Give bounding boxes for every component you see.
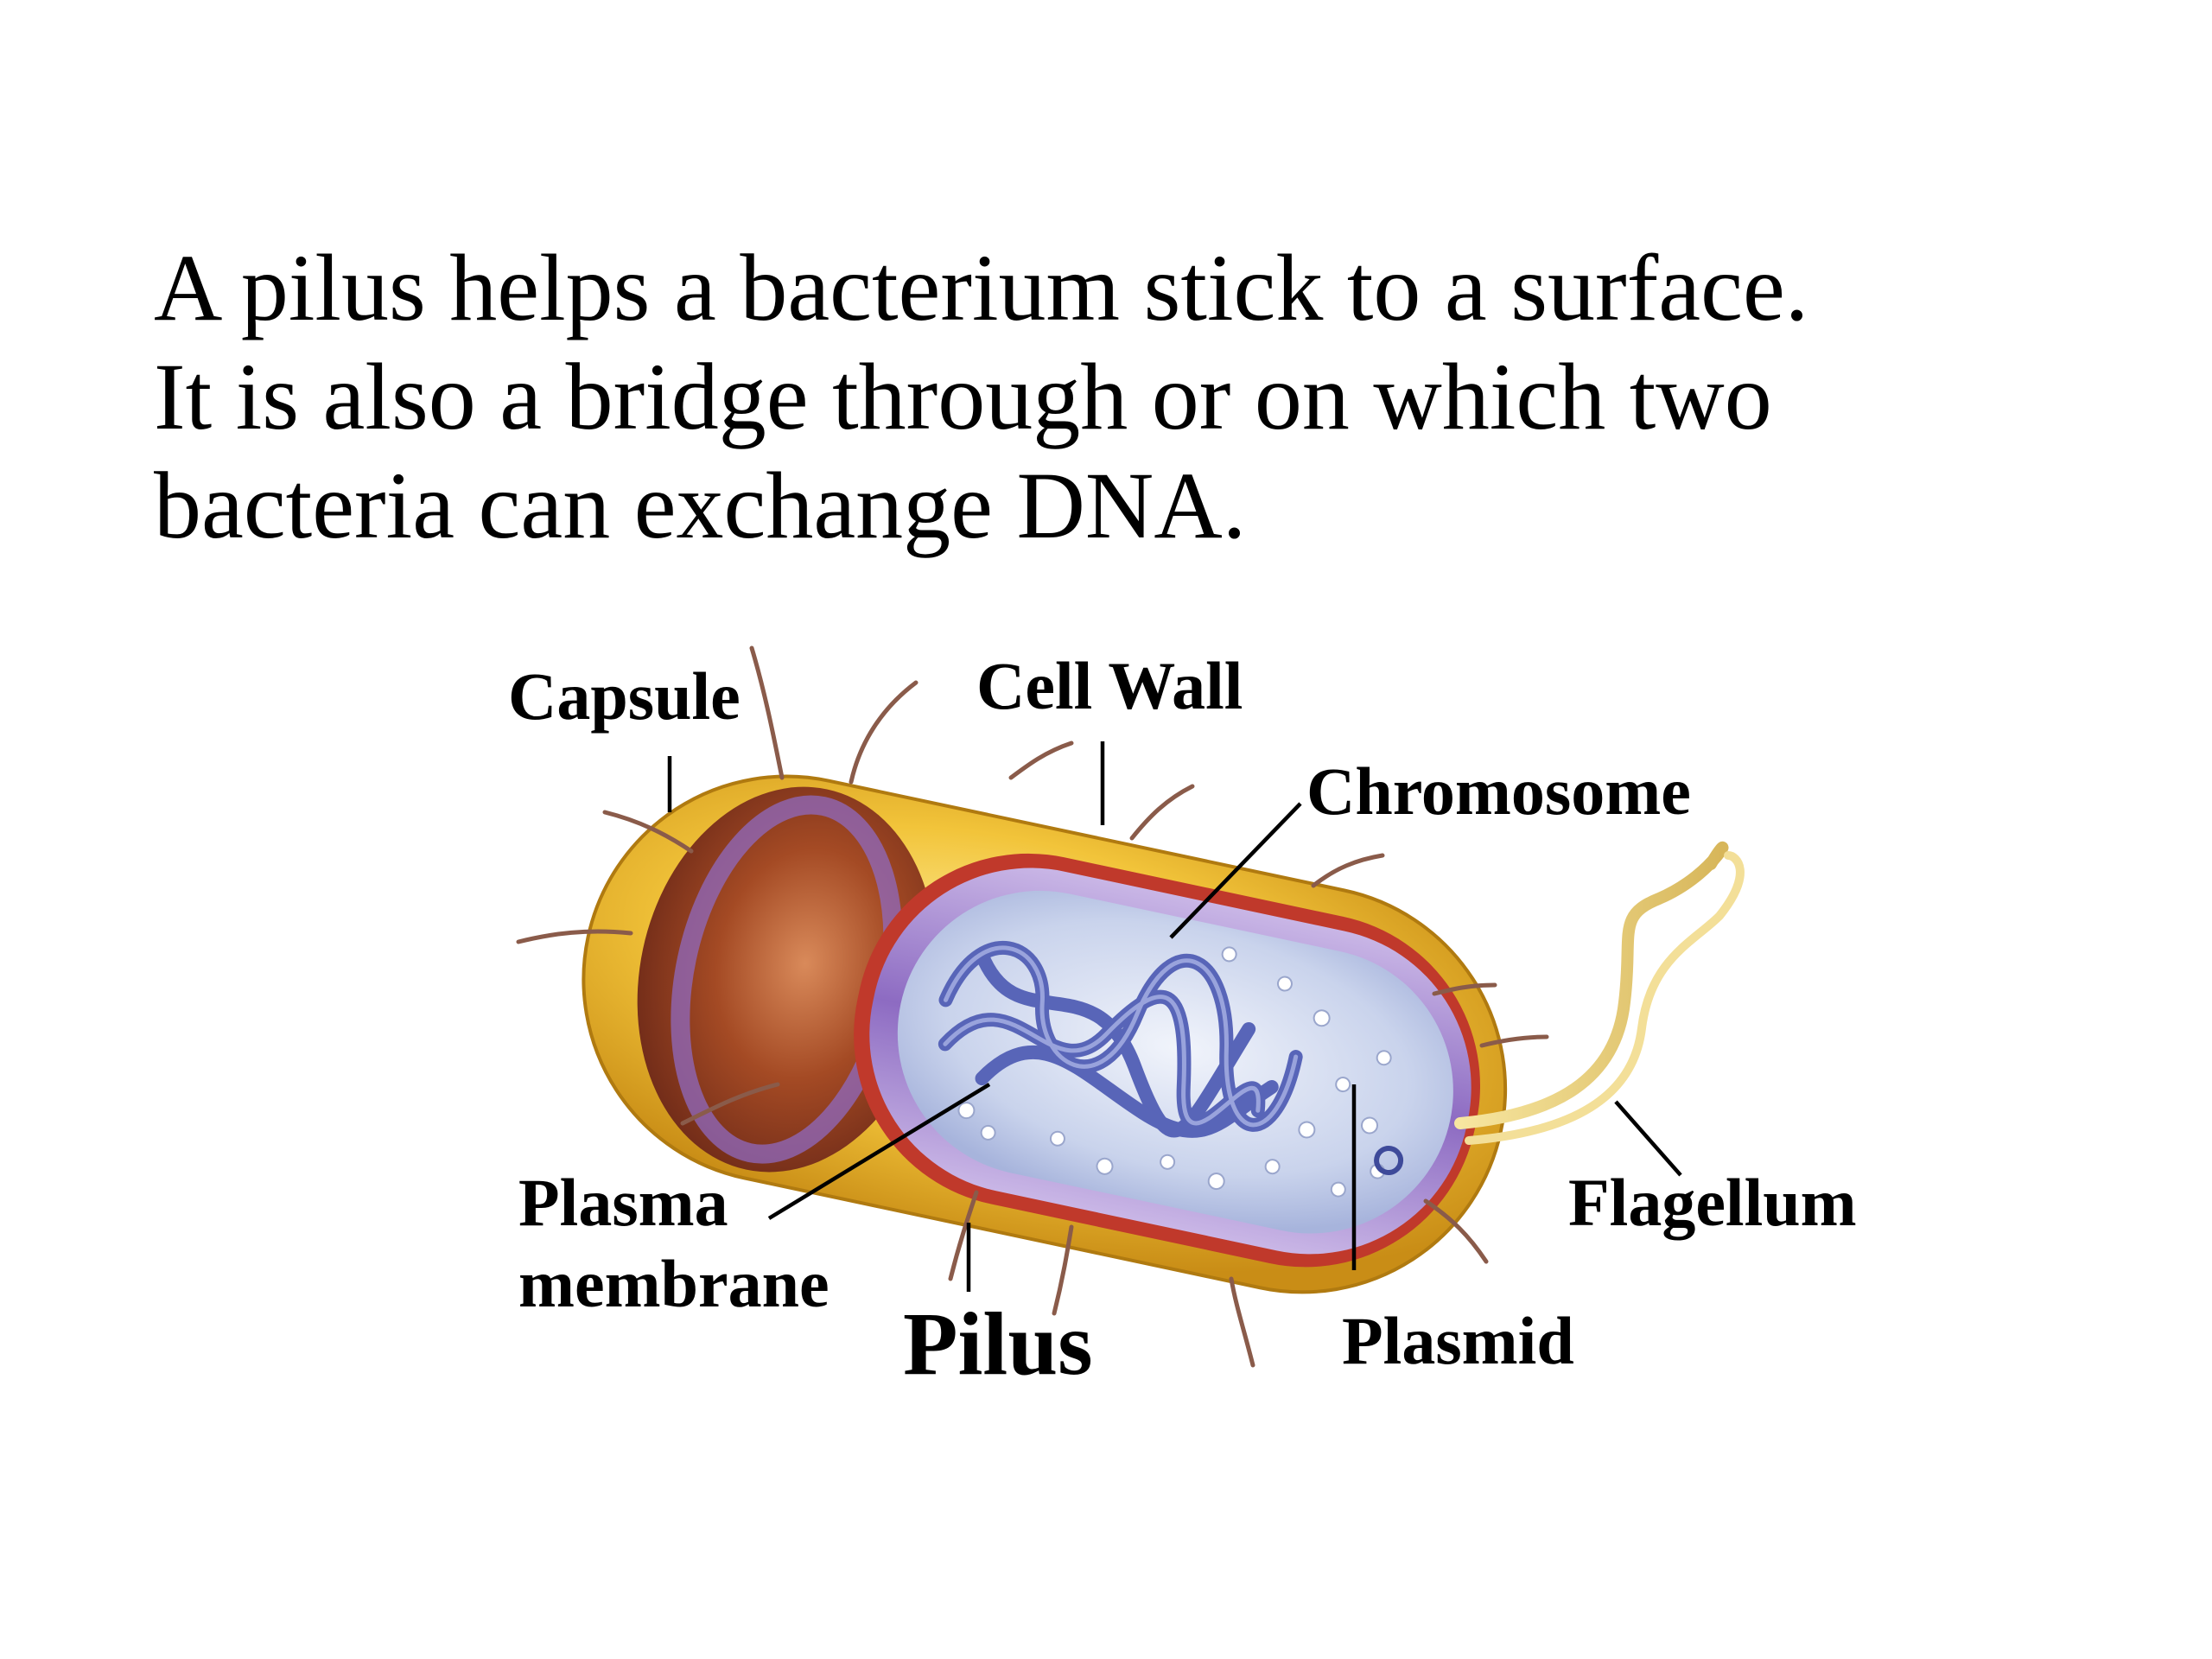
pili	[516, 645, 1549, 1368]
plasmid	[1374, 1145, 1404, 1175]
label-chromosome: Chromosome	[1306, 753, 1691, 829]
leader-lines	[667, 741, 1682, 1292]
intro-line-3: bacteria can exchange DNA.	[154, 453, 1247, 558]
label-capsule: Capsule	[508, 658, 741, 734]
ribosomes	[957, 946, 1392, 1198]
label-plasmid: Plasmid	[1342, 1303, 1574, 1378]
bacterium-cell	[582, 774, 1508, 1294]
label-cell-wall: Cell Wall	[976, 648, 1243, 723]
label-flagellum: Flagellum	[1568, 1165, 1857, 1240]
chromosome-leader	[1169, 802, 1302, 939]
label-pilus: Pilus	[903, 1294, 1093, 1394]
intro-text: A pilus helps a bacterium stick to a sur…	[154, 233, 2141, 560]
flagellum	[1454, 841, 1745, 1145]
label-plasma-line1: Plasma	[518, 1165, 728, 1240]
label-plasma-line2: membrane	[518, 1246, 830, 1321]
flagellum-leader	[1614, 1100, 1682, 1177]
intro-line-2: It is also a bridge through or on which …	[154, 344, 1772, 449]
intro-line-1: A pilus helps a bacterium stick to a sur…	[154, 235, 1809, 340]
plasma-leader	[767, 1083, 991, 1220]
